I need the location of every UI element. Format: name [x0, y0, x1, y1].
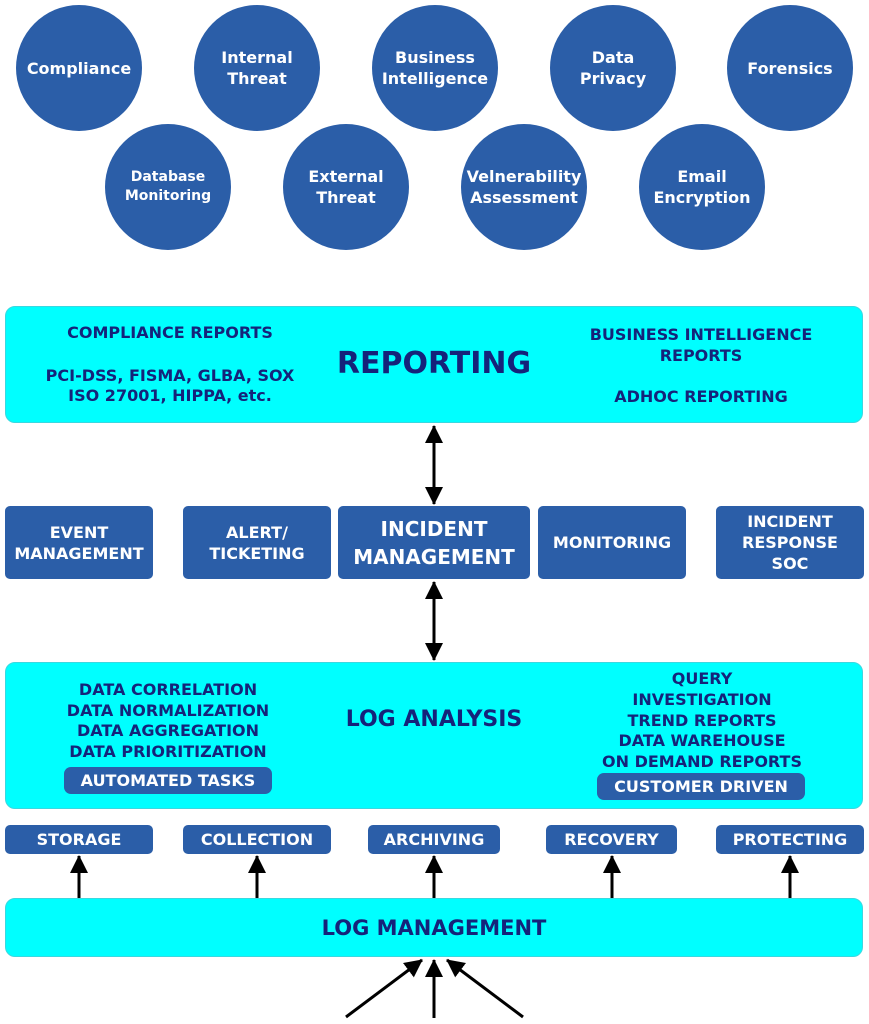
log-analysis-left-items: DATA CORRELATION DATA NORMALIZATION DATA… [66, 680, 270, 761]
circle-business-intelligence: Business Intelligence [372, 5, 498, 131]
event-management-box: EVENT MANAGEMENT [5, 506, 153, 579]
arrow-in-left [345, 958, 423, 1019]
log-analysis-title: LOG ANALYSIS [345, 707, 523, 732]
incident-response-soc-box: INCIDENT RESPONSE SOC [716, 506, 864, 579]
monitoring-box: MONITORING [538, 506, 686, 579]
bi-reports-heading: BUSINESS INTELLIGENCE REPORTS [589, 325, 813, 365]
archiving-box: ARCHIVING [368, 825, 500, 854]
circle-forensics: Forensics [727, 5, 853, 131]
automated-tasks-pill: AUTOMATED TASKS [64, 767, 272, 794]
collection-box: COLLECTION [183, 825, 331, 854]
storage-box: STORAGE [5, 825, 153, 854]
reporting-title: REPORTING [336, 346, 532, 381]
incident-management-box: INCIDENT MANAGEMENT [338, 506, 530, 579]
circle-internal-threat: Internal Threat [194, 5, 320, 131]
circle-database-monitoring: Database Monitoring [105, 124, 231, 250]
reporting-band [5, 306, 863, 423]
adhoc-reporting: ADHOC REPORTING [614, 387, 788, 406]
compliance-reports-heading: COMPLIANCE REPORTS [67, 323, 273, 342]
circle-data-privacy: Data Privacy [550, 5, 676, 131]
alert-ticketing-box: ALERT/ TICKETING [183, 506, 331, 579]
circle-external-threat: External Threat [283, 124, 409, 250]
customer-driven-pill: CUSTOMER DRIVEN [597, 773, 805, 800]
circle-compliance: Compliance [16, 5, 142, 131]
circle-email-encryption: Email Encryption [639, 124, 765, 250]
circle-vulnerability-assessment: Velnerability Assessment [461, 124, 587, 250]
compliance-standards: PCI-DSS, FISMA, GLBA, SOX ISO 27001, HIP… [45, 366, 295, 405]
recovery-box: RECOVERY [546, 825, 677, 854]
log-analysis-right-items: QUERY INVESTIGATION TREND REPORTS DATA W… [602, 669, 802, 772]
log-management-title: LOG MANAGEMENT [321, 916, 547, 940]
log-management-band [5, 898, 863, 957]
protecting-box: PROTECTING [716, 825, 864, 854]
arrow-in-right [446, 958, 524, 1019]
